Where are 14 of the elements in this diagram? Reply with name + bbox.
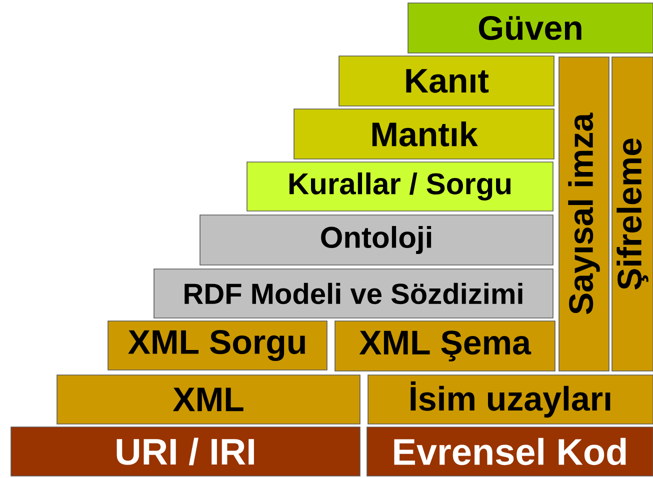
vertical-layer-box: Şifreleme bbox=[612, 56, 653, 372]
layer-box: Ontoloji bbox=[200, 214, 554, 266]
layer-box: URI / IRI bbox=[10, 426, 360, 476]
layer-box: XML bbox=[56, 374, 360, 424]
layer-box: Güven bbox=[408, 2, 653, 54]
layer-box: RDF Modeli ve Sözdizimi bbox=[154, 268, 554, 318]
layer-box: XML Sorgu bbox=[108, 320, 328, 370]
layer-box: Kanıt bbox=[338, 56, 554, 106]
layer-box: İsim uzayları bbox=[368, 374, 653, 424]
layer-box: Evrensel Kod bbox=[366, 426, 653, 476]
vertical-layer-box: Sayısal imza bbox=[558, 56, 610, 372]
layer-box: XML Şema bbox=[334, 320, 556, 372]
layer-box: Mantık bbox=[294, 108, 554, 160]
layer-box: Kurallar / Sorgu bbox=[246, 162, 554, 212]
